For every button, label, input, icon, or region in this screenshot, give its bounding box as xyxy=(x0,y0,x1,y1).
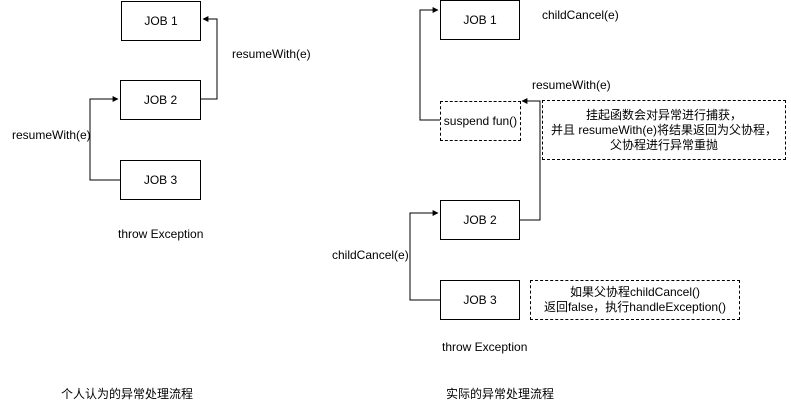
suspend-note-line1: 挂起函数会对异常进行捕获， xyxy=(585,107,742,122)
left-caption: 个人认为的异常处理流程 xyxy=(61,387,194,401)
right-child-cancel-mid-label: childCancel(e) xyxy=(332,248,409,262)
left-job1-box: JOB 1 xyxy=(121,1,201,41)
left-job2-label: JOB 2 xyxy=(143,93,178,107)
arrow-job3-to-job2 xyxy=(409,210,440,301)
left-resume-with-upper-label: resumeWith(e) xyxy=(232,47,311,61)
right-job1-label: JOB 1 xyxy=(463,13,497,27)
arrow-job2-to-suspend xyxy=(520,98,541,221)
right-job3-box: JOB 3 xyxy=(440,280,520,320)
suspend-fun-box: suspend fun() xyxy=(440,101,521,141)
child-cancel-note-line2: 返回false，执行handleException() xyxy=(543,300,727,314)
child-cancel-explanation-note: 如果父协程childCancel() 返回false，执行handleExcep… xyxy=(530,280,740,320)
arrow-job2-to-job1 xyxy=(201,16,218,100)
right-child-cancel-top-label: childCancel(e) xyxy=(542,8,619,22)
arrow-job3-to-job2 xyxy=(89,96,120,181)
right-throw-exception-label: throw Exception xyxy=(442,340,528,354)
right-resume-with-label: resumeWith(e) xyxy=(532,78,611,92)
right-job2-label: JOB 2 xyxy=(463,213,497,227)
suspend-note-line3: 父协程进行异常重抛 xyxy=(609,137,718,152)
left-job3-label: JOB 3 xyxy=(143,173,178,187)
left-job1-label: JOB 1 xyxy=(144,14,178,28)
left-job3-box: JOB 3 xyxy=(120,160,201,200)
left-throw-exception-label: throw Exception xyxy=(118,227,204,241)
right-job3-label: JOB 3 xyxy=(463,293,497,307)
suspend-explanation-note: 挂起函数会对异常进行捕获， 并且 resumeWith(e)将结果返回为父协程，… xyxy=(542,100,786,160)
left-job2-box: JOB 2 xyxy=(120,80,201,120)
suspend-fun-label: suspend fun() xyxy=(443,114,518,128)
right-job1-box: JOB 1 xyxy=(440,0,520,40)
right-caption: 实际的异常处理流程 xyxy=(446,387,555,401)
left-resume-with-lower-label: resumeWith(e) xyxy=(12,128,91,142)
arrow-suspend-to-job1 xyxy=(419,7,440,121)
suspend-note-line2: 并且 resumeWith(e)将结果返回为父协程， xyxy=(550,122,777,137)
child-cancel-note-line1: 如果父协程childCancel() xyxy=(569,285,701,299)
right-job2-box: JOB 2 xyxy=(440,200,520,240)
